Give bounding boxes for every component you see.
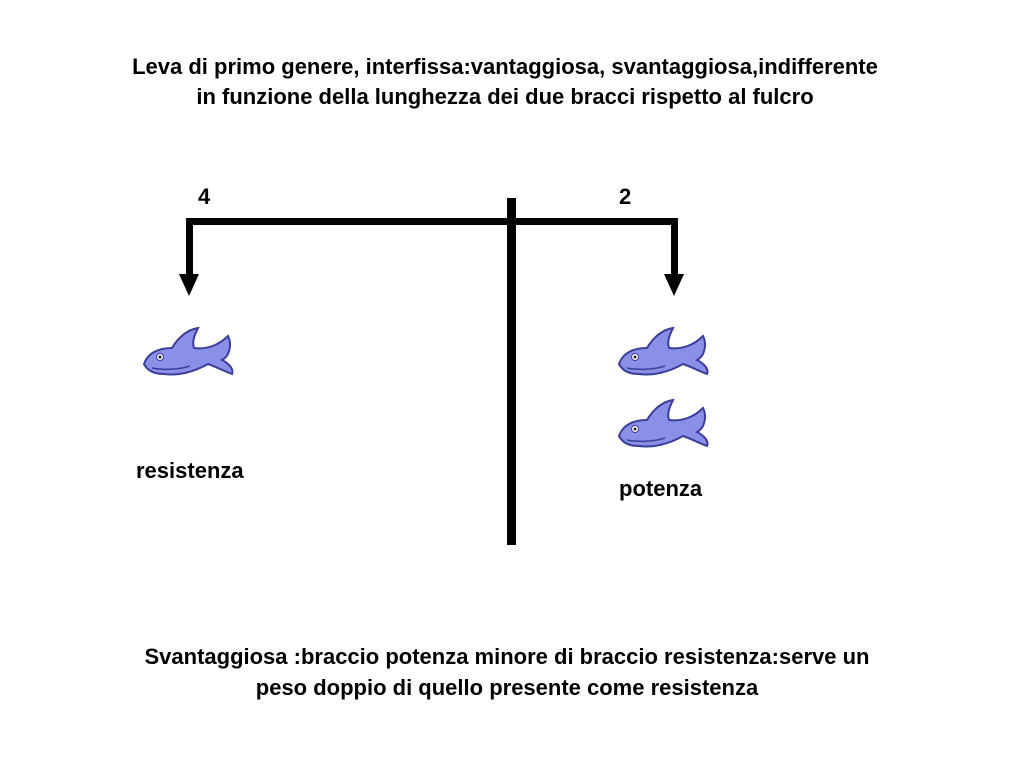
caption-line-2: peso doppio di quello presente come resi… xyxy=(255,675,759,700)
title-line-1: Leva di primo genere, interfissa:vantagg… xyxy=(132,54,878,79)
lever-beam xyxy=(186,218,678,225)
effort-force-arrow xyxy=(664,218,684,296)
fulcrum xyxy=(507,198,516,545)
dolphin-icon xyxy=(617,398,709,448)
title-line-2: in funzione della lunghezza dei due brac… xyxy=(196,84,814,109)
explanation-caption: Svantaggiosa :braccio potenza minore di … xyxy=(0,641,1014,703)
slide-title: Leva di primo genere, interfissa:vantagg… xyxy=(0,52,1010,112)
effort-label: potenza xyxy=(619,476,703,501)
caption-line-1: Svantaggiosa :braccio potenza minore di … xyxy=(144,644,870,669)
resistance-label: resistenza xyxy=(136,458,244,483)
left-arm-length-label: 4 xyxy=(198,184,211,209)
resistance-force-arrow xyxy=(179,218,199,296)
dolphin-icon xyxy=(142,326,234,376)
right-arm-length-label: 2 xyxy=(619,184,632,209)
dolphin-icon xyxy=(617,326,709,376)
